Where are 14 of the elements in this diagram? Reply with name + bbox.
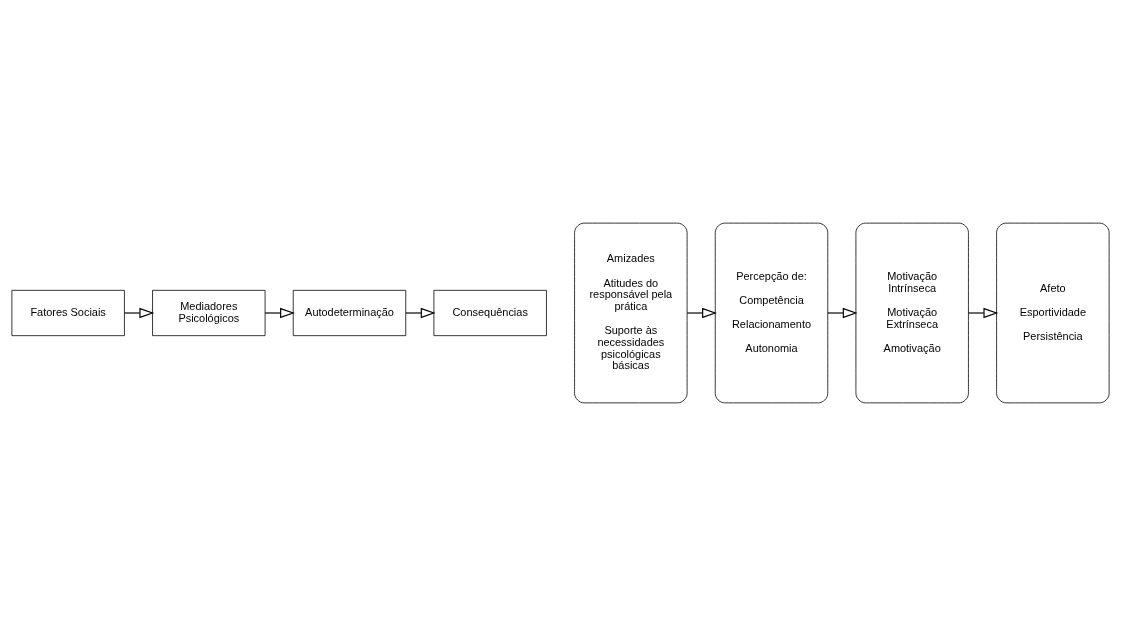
node-box: Mediadores Psicológicos: [152, 289, 266, 336]
node-box: Amizades Atitudes do responsável pela prática Suporte às necessidades psicológicas básicas: [574, 222, 688, 403]
arrow: [827, 307, 858, 318]
arrow: [967, 307, 999, 318]
arrow: [123, 307, 155, 318]
arrow: [686, 307, 717, 318]
node-box: Motivação Intrínseca Motivação Extrínseca Amotivação: [855, 222, 969, 403]
arrow: [264, 307, 295, 318]
arrow: [405, 307, 436, 318]
node-box: Afeto Esportividade Persistência: [996, 222, 1110, 403]
node-box: Consequências: [433, 289, 547, 336]
node-box: Autodeterminação: [292, 289, 407, 336]
node-box: Fatores Sociais: [11, 289, 125, 336]
node-box: Percepção de: Competência Relacionamento Autonomia: [714, 222, 829, 403]
